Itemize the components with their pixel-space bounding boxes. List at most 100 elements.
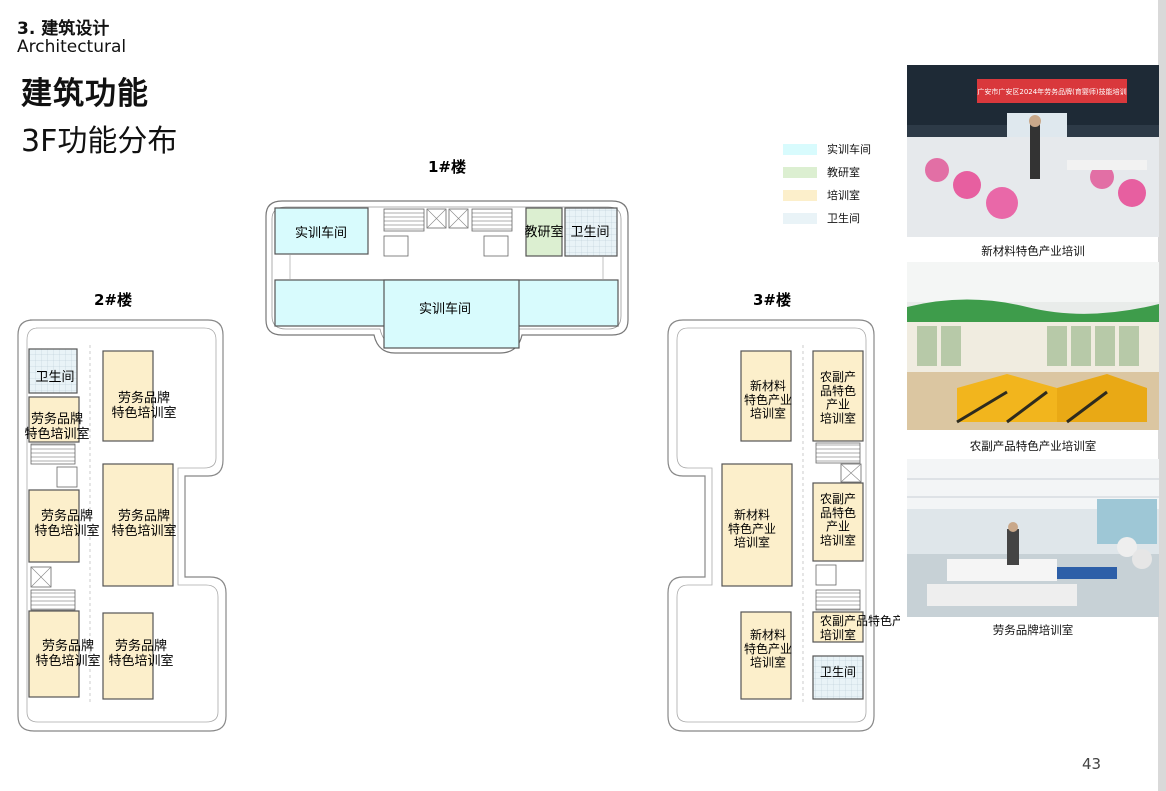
room-label-line: 新材料 [734,507,770,522]
stairs [815,589,861,611]
legend-label: 卫生间 [827,212,860,225]
room-label: 实训车间 [295,225,347,241]
room-training [102,350,154,442]
photo-caption: 农副产品特色产业培训室 [969,439,1097,453]
legend-item-restroom: 卫生间 [783,211,860,225]
legend-swatch [783,166,817,178]
legend-label: 教研室 [827,166,860,179]
photo-caption: 劳务品牌培训室 [992,623,1074,637]
room-training [102,612,154,700]
legend-item-training: 培训室 [783,188,860,202]
room-label: 新材料特色产业培训室 [744,627,792,670]
room-label-line: 特色培训室 [34,523,99,539]
legend-swatch [783,212,817,224]
room-training [740,350,792,442]
room-label-line: 培训室 [820,532,856,547]
legend-swatch [783,143,817,155]
room-label-line: 特色产业 [744,641,792,656]
legend-item-research: 教研室 [783,165,860,179]
stairs [815,442,861,464]
photo-training-class: 广安市广安区2024年劳务品牌(育婴师)技能培训 [907,65,1159,237]
room-label-line: 劳务品牌 [118,390,170,406]
room-label-line: 培训室 [820,627,856,642]
room-label: 卫生间 [35,370,74,385]
room-label-line: 农副产 [820,370,856,384]
room-label-line: 品特色 [820,505,856,520]
stairs [30,443,76,465]
room-label-line: 劳务品牌 [31,411,83,427]
room-training [28,610,80,698]
room-workshop-2-bay [383,279,520,349]
room-training [102,463,174,587]
photo-produce-training-room [907,262,1159,430]
room-label-line: 培训室 [750,655,786,670]
legend-swatch [783,189,817,201]
page-title: 建筑功能 [21,76,149,112]
room-label: 教研室 [524,224,563,240]
room-workshop-1 [274,207,369,255]
photo-labor-brand-training-room [907,459,1159,617]
room-label: 劳务品牌特色培训室 [108,638,173,669]
building-2: 2#楼 卫生间 劳务品牌特色培训室 劳务品牌特色培训室 劳务品牌特色培训室 劳务… [17,291,227,732]
room-label-line: 产业 [826,520,850,534]
room-label: 农副产品特色产业培训室 [820,370,856,425]
room-label-line: 特色培训室 [35,653,100,669]
page-number: 43 [1082,755,1102,773]
room-label-line: 新材料 [750,627,786,642]
room-label-line: 特色产业 [744,392,792,407]
building-label: 1#楼 [428,158,466,176]
room-training [28,489,80,563]
photo-caption: 新材料特色产业培训 [981,244,1085,258]
room-restroom [812,655,864,700]
room-label-line: 培训室 [820,410,856,425]
room-label: 卫生间 [570,225,609,240]
room-restroom [28,348,78,394]
room-label-line: 农副产品特色产业 [820,613,900,628]
room-training [28,396,80,443]
stairs [383,208,425,232]
legend-item-workshop: 实训车间 [783,142,871,156]
room-label-line: 培训室 [750,406,786,421]
stairs [471,208,513,232]
room-label-line: 产业 [826,398,850,412]
room-label-line: 特色培训室 [111,523,176,539]
room-label: 农副产品特色产业培训室 [820,613,900,642]
room-label-line: 培训室 [734,535,770,550]
room-label: 新材料特色产业培训室 [744,378,792,421]
room-label: 实训车间 [419,301,471,317]
legend-label: 实训车间 [827,143,871,156]
room-label-line: 新材料 [750,378,786,393]
room-training [740,611,792,700]
room-research [525,207,563,257]
room-label-line: 特色培训室 [24,426,89,442]
room-label: 劳务品牌特色培训室 [35,638,100,669]
page-subtitle: 3F功能分布 [21,124,178,159]
room-label: 劳务品牌特色培训室 [24,411,89,442]
room-label-line: 劳务品牌 [41,508,93,524]
room-label-line: 劳务品牌 [118,508,170,524]
room-label: 卫生间 [820,665,856,679]
room-label-line: 特色产业 [728,521,776,536]
room-label: 新材料特色产业培训室 [728,507,776,550]
photo-banner-text: 广安市广安区2024年劳务品牌(育婴师)技能培训 [977,87,1126,96]
room-label: 劳务品牌特色培训室 [111,508,176,539]
section-english-title: Architectural [17,37,127,57]
legend-label: 培训室 [827,189,860,202]
room-restroom [564,207,618,257]
section-number: 3. 建筑设计 [17,19,110,39]
building-1: 1#楼 实训车间 实训车间 教研室 卫生间 [265,158,629,354]
room-label-line: 品特色 [820,383,856,398]
room-training [721,463,793,587]
room-label-line: 农副产 [820,492,856,506]
page-edge [1158,0,1166,791]
building-label: 2#楼 [94,291,132,309]
room-label-line: 特色培训室 [108,653,173,669]
room-label-line: 特色培训室 [111,405,176,421]
building-label: 3#楼 [753,291,791,309]
room-training [812,482,864,562]
room-label: 劳务品牌特色培训室 [34,508,99,539]
building-3: 3#楼 新材料特色产业培训室 农副产品特色产业培训室 新材料特色产业培训室 农副… [667,291,900,732]
room-label: 劳务品牌特色培训室 [111,390,176,421]
room-label: 农副产品特色产业培训室 [820,492,856,547]
room-label-line: 劳务品牌 [42,638,94,654]
